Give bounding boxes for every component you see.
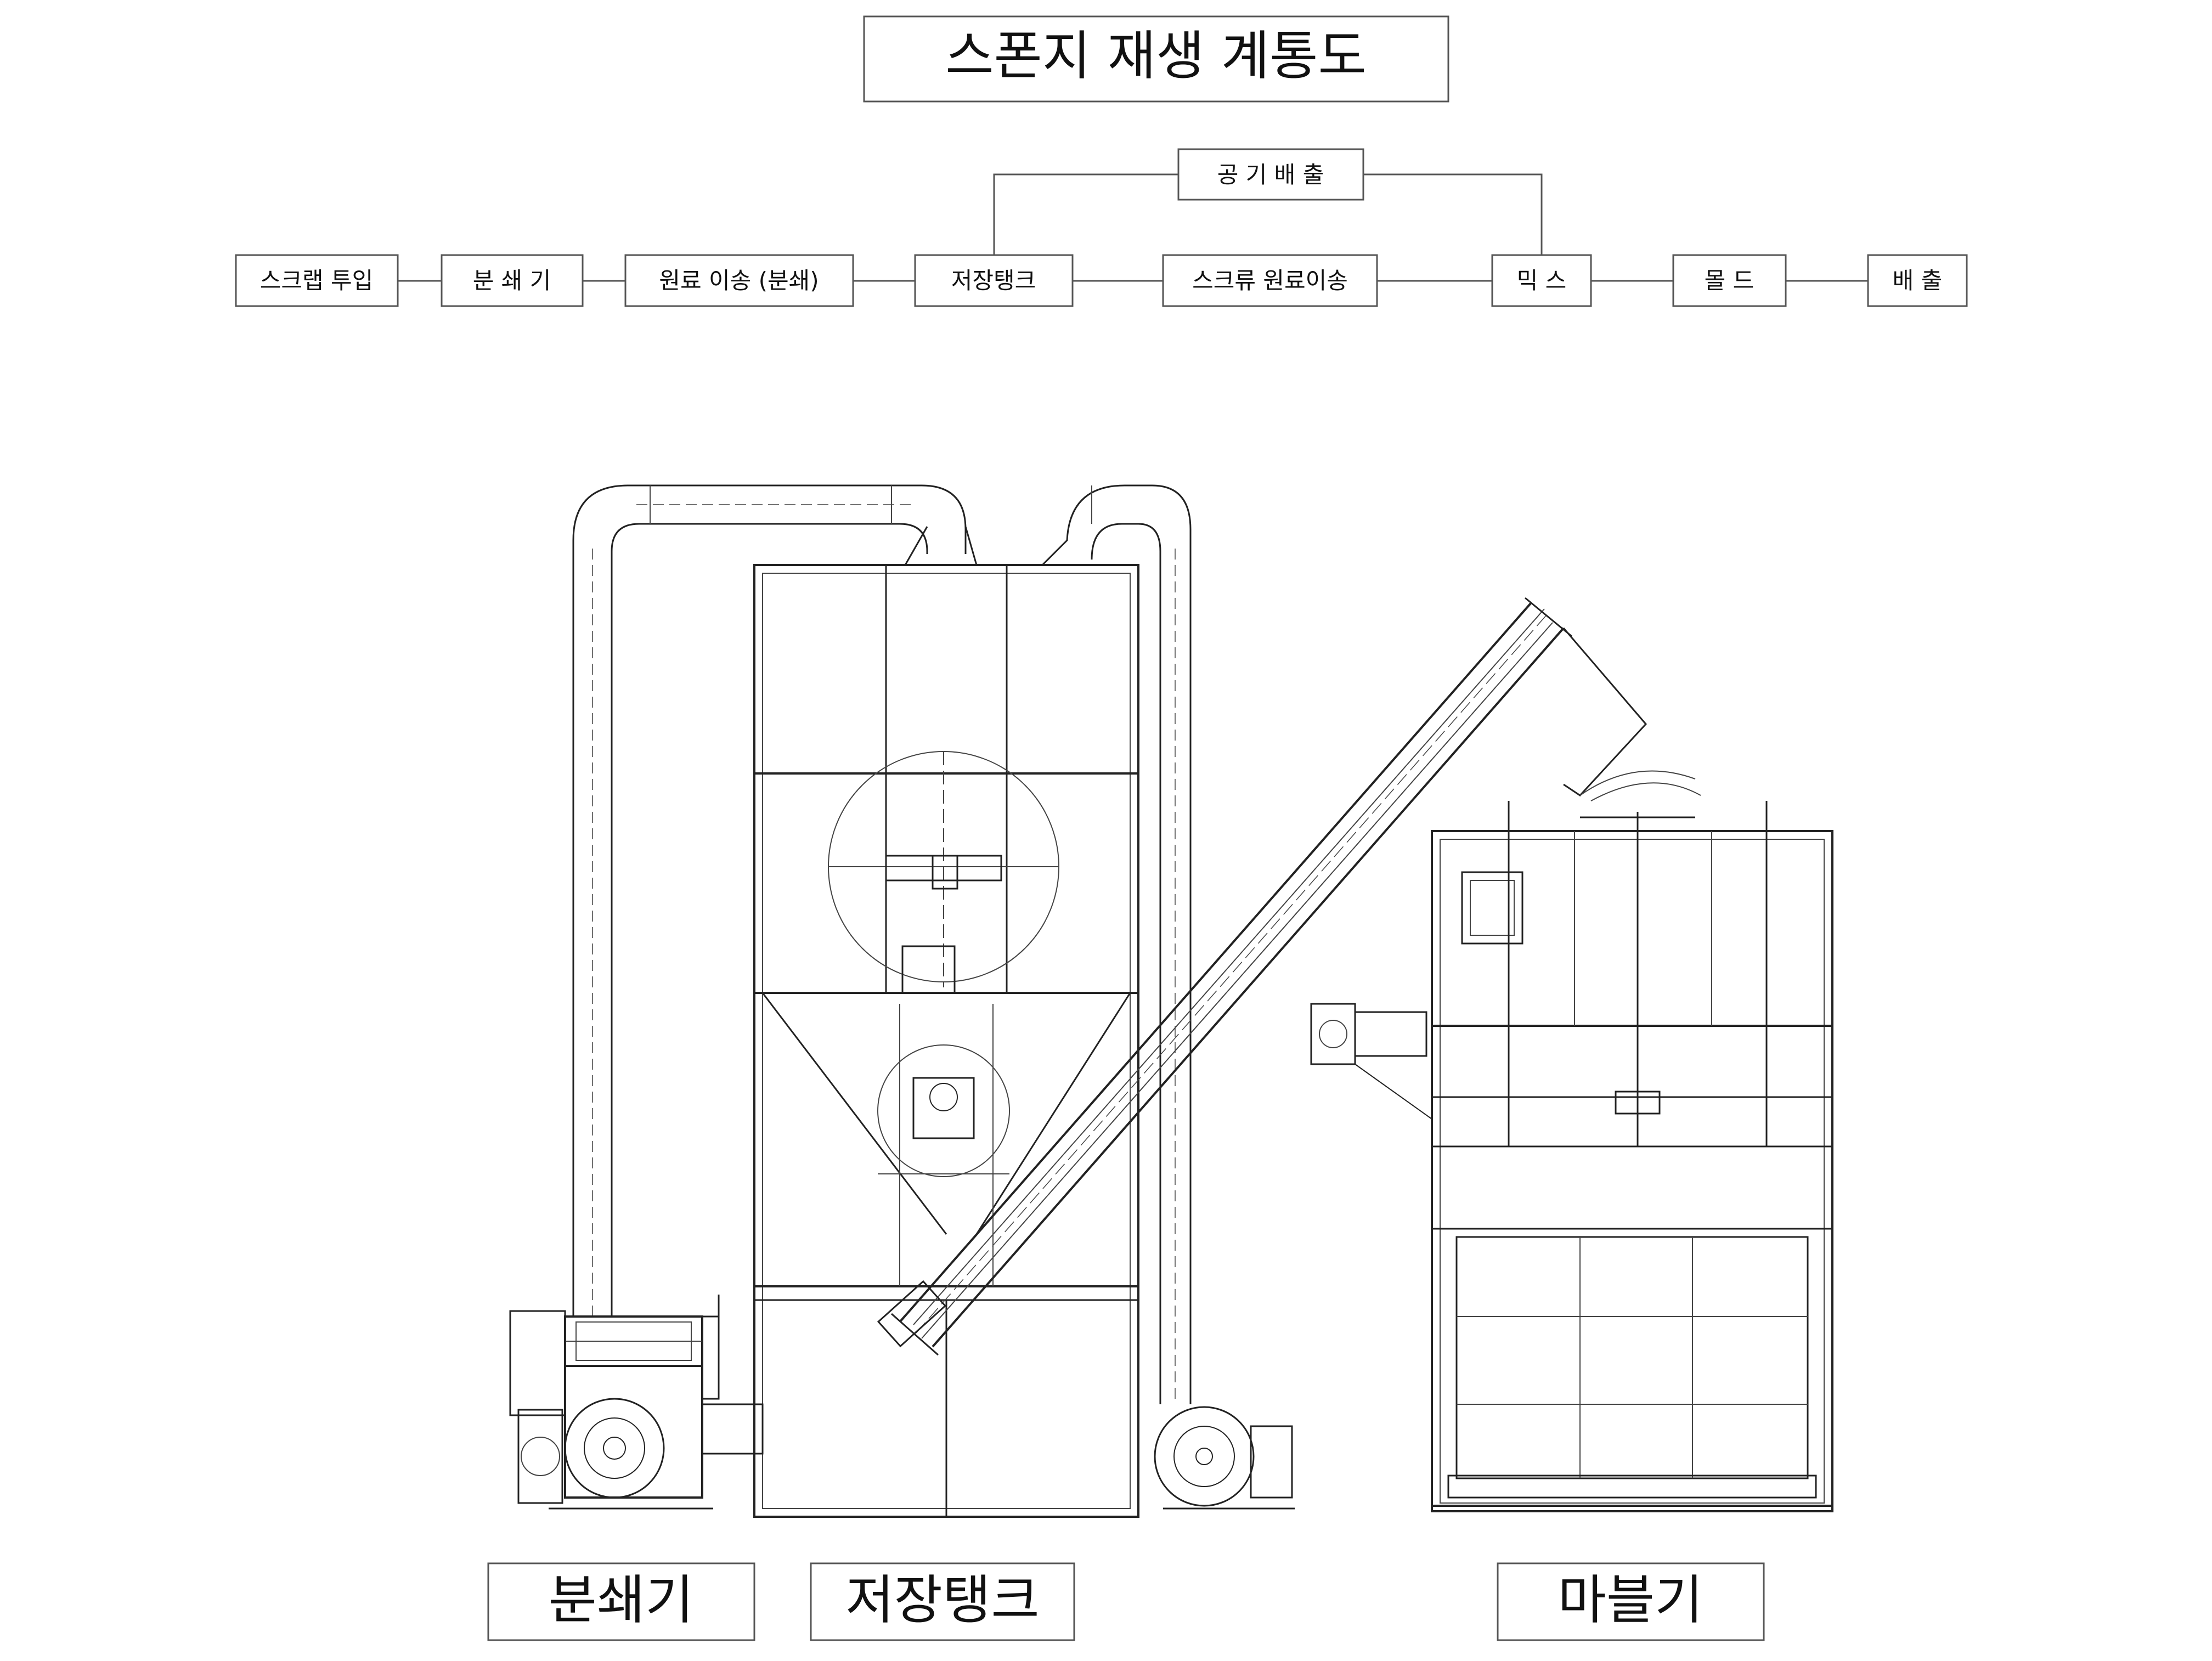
flow-label-air-exhaust: 공 기 배 출 bbox=[1217, 161, 1324, 188]
label-box-storage-tank: 저장탱크 bbox=[810, 1562, 1075, 1641]
machine-label-crusher: 분쇄기 bbox=[549, 1569, 694, 1631]
exhaust-duct bbox=[1041, 484, 1192, 1404]
flow-label-mold: 몰 드 bbox=[1705, 267, 1754, 294]
machine-label-foaming-machine: 마블기 bbox=[1558, 1569, 1703, 1631]
blower-drawing bbox=[1154, 1406, 1295, 1510]
flow-label-crusher: 분 쇄 기 bbox=[473, 267, 551, 294]
flow-box-mold: 몰 드 bbox=[1672, 254, 1787, 307]
flow-label-discharge: 배 출 bbox=[1893, 267, 1943, 294]
flow-box-discharge: 배 출 bbox=[1867, 254, 1968, 307]
flow-connectors bbox=[398, 173, 1868, 282]
foaming-machine-drawing bbox=[1310, 801, 1833, 1512]
flow-box-storage-tank: 저장탱크 bbox=[914, 254, 1074, 307]
flow-label-material-transfer: 원료 이송 (분쇄) bbox=[659, 267, 819, 294]
machine-label-storage-tank: 저장탱크 bbox=[845, 1569, 1039, 1631]
flow-box-screw-transfer: 스크류 원료이송 bbox=[1162, 254, 1378, 307]
flow-label-scrap-input: 스크랩 투입 bbox=[260, 267, 374, 294]
label-box-foaming-machine: 마블기 bbox=[1497, 1562, 1765, 1641]
flow-box-material-transfer: 원료 이송 (분쇄) bbox=[624, 254, 854, 307]
flow-label-storage-tank: 저장탱크 bbox=[951, 267, 1036, 294]
title-box: 스폰지 재생 계통도 bbox=[863, 15, 1449, 103]
screw-conveyor-drawing bbox=[877, 597, 1701, 1356]
storage-tank-drawing bbox=[753, 564, 1139, 1518]
flow-box-air-exhaust: 공 기 배 출 bbox=[1177, 148, 1364, 201]
label-box-crusher: 분쇄기 bbox=[487, 1562, 755, 1641]
flow-label-screw-transfer: 스크류 원료이송 bbox=[1192, 267, 1348, 294]
crusher-drawing bbox=[509, 1295, 764, 1510]
flow-box-mix: 믹 스 bbox=[1491, 254, 1592, 307]
flow-box-crusher: 분 쇄 기 bbox=[441, 254, 584, 307]
page-title: 스폰지 재생 계통도 bbox=[945, 25, 1367, 87]
flow-box-scrap-input: 스크랩 투입 bbox=[235, 254, 399, 307]
flow-label-mix: 믹 스 bbox=[1517, 267, 1567, 294]
transfer-duct bbox=[572, 484, 978, 1317]
